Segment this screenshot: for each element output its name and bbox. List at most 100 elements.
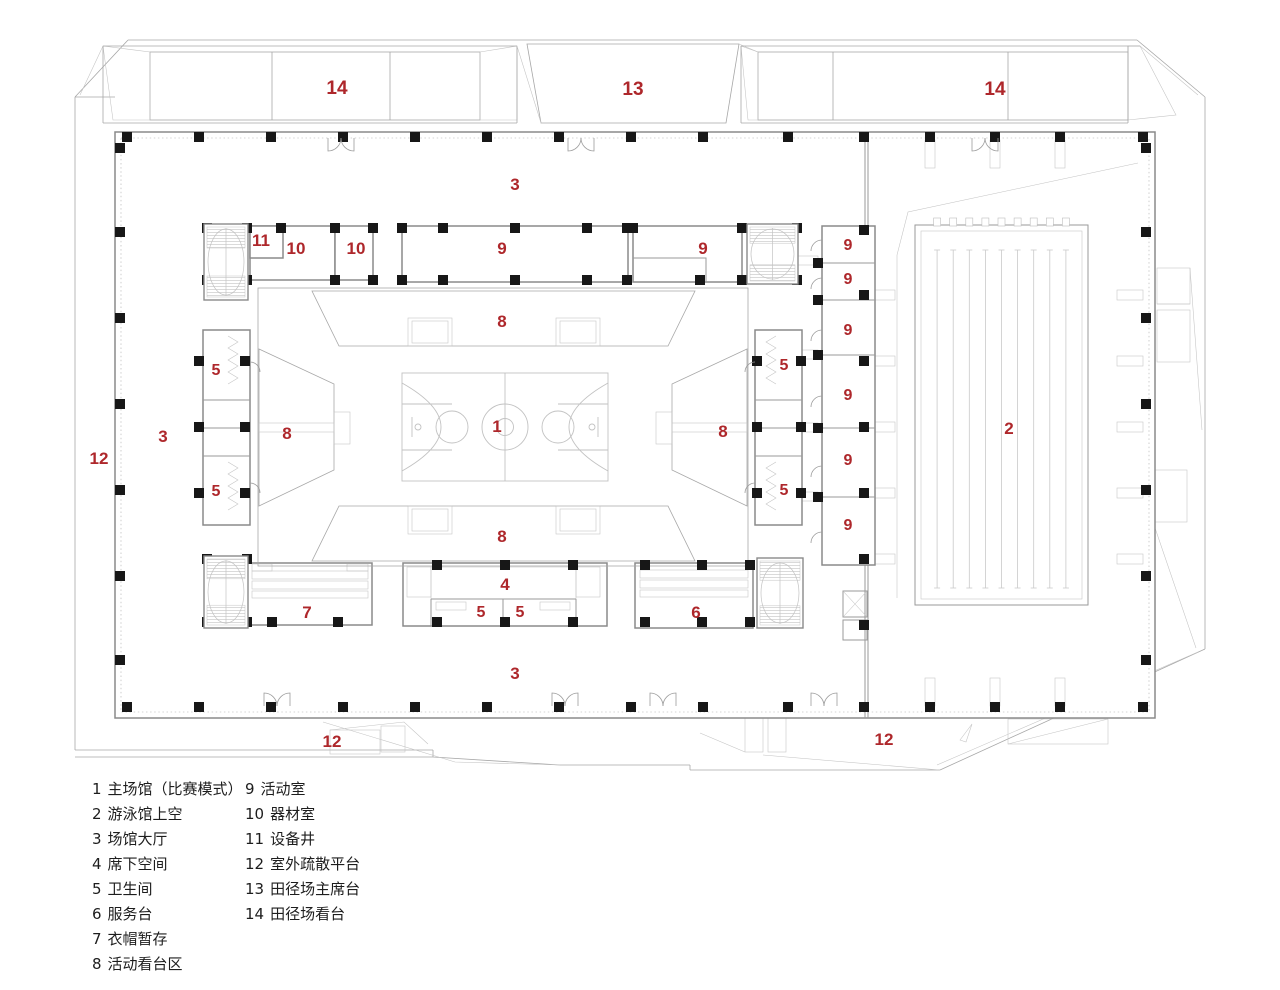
- column: [115, 313, 125, 323]
- plan-label-8-e: 8: [718, 422, 727, 441]
- door-icon: [810, 277, 823, 290]
- column: [194, 356, 204, 366]
- column: [482, 702, 492, 712]
- column: [500, 560, 510, 570]
- room-10b: [334, 225, 374, 281]
- column: [626, 702, 636, 712]
- plan-label-2: 2: [1004, 419, 1013, 438]
- column: [240, 488, 250, 498]
- plan-label-9-e6: 9: [844, 517, 853, 534]
- door-icon: [810, 239, 823, 252]
- column: [410, 132, 420, 142]
- column: [859, 422, 869, 432]
- room-9-north-a: [401, 225, 629, 283]
- column: [859, 290, 869, 300]
- plan-label-12-se: 12: [875, 730, 894, 749]
- plan-label-5-e2: 5: [780, 482, 789, 499]
- column: [122, 702, 132, 712]
- column: [240, 422, 250, 432]
- column: [813, 423, 823, 433]
- plan-label-6: 6: [691, 603, 700, 622]
- column: [432, 617, 442, 627]
- column: [859, 554, 869, 564]
- column: [115, 143, 125, 153]
- column: [330, 223, 340, 233]
- column: [554, 132, 564, 142]
- column: [752, 422, 762, 432]
- column: [568, 617, 578, 627]
- column: [752, 356, 762, 366]
- column: [697, 560, 707, 570]
- door-icon: [810, 395, 823, 408]
- column: [122, 132, 132, 142]
- plan-label-5-w2: 5: [212, 483, 221, 500]
- column: [622, 275, 632, 285]
- stair-icons: [203, 223, 804, 629]
- column: [500, 617, 510, 627]
- plan-label-4: 4: [500, 575, 510, 594]
- column: [240, 356, 250, 366]
- plan-label-5-s1: 5: [477, 604, 486, 621]
- column: [697, 617, 707, 627]
- column: [368, 223, 378, 233]
- column: [813, 492, 823, 502]
- column: [276, 223, 286, 233]
- column: [813, 350, 823, 360]
- column: [859, 620, 869, 630]
- column: [1141, 655, 1151, 665]
- plan-label-14-left: 14: [326, 78, 348, 99]
- column: [410, 702, 420, 712]
- pool-hall: [896, 162, 1139, 606]
- column: [698, 132, 708, 142]
- column: [115, 655, 125, 665]
- plan-label-9-e4: 9: [844, 387, 853, 404]
- stand-8-east: [671, 348, 748, 507]
- column: [622, 223, 632, 233]
- room-9-north-b: [632, 225, 743, 283]
- column: [432, 560, 442, 570]
- column: [115, 399, 125, 409]
- rostrum-13: [526, 43, 740, 124]
- basketball-court: [401, 372, 609, 482]
- elevator: [842, 590, 868, 618]
- plan-label-3-left: 3: [158, 427, 167, 446]
- arena: [257, 287, 749, 567]
- track-stands: [102, 43, 1177, 124]
- column: [438, 223, 448, 233]
- column: [1141, 227, 1151, 237]
- pool-lanes: [933, 217, 1070, 589]
- column: [745, 617, 755, 627]
- column: [626, 132, 636, 142]
- column: [510, 275, 520, 285]
- column: [859, 488, 869, 498]
- column: [438, 275, 448, 285]
- column: [554, 702, 564, 712]
- plan-label-1: 1: [492, 417, 501, 436]
- column: [397, 223, 407, 233]
- plan-label-8-n: 8: [497, 312, 506, 331]
- plan-label-12-sw: 12: [323, 732, 342, 751]
- stand-14-right: [757, 51, 1129, 121]
- column: [1141, 399, 1151, 409]
- column: [397, 275, 407, 285]
- stand-14-left: [149, 51, 481, 121]
- column: [582, 223, 592, 233]
- column: [194, 422, 204, 432]
- column: [859, 225, 869, 235]
- column: [510, 223, 520, 233]
- plan-label-13: 13: [622, 79, 643, 100]
- column: [628, 223, 638, 233]
- column: [813, 258, 823, 268]
- column: [368, 275, 378, 285]
- plan-label-14-right: 14: [984, 79, 1006, 100]
- plan-label-9-e2: 9: [844, 271, 853, 288]
- column: [266, 702, 276, 712]
- column: [333, 617, 343, 627]
- column: [737, 275, 747, 285]
- column: [338, 702, 348, 712]
- plan-label-8-w: 8: [282, 424, 291, 443]
- column: [859, 702, 869, 712]
- column: [338, 132, 348, 142]
